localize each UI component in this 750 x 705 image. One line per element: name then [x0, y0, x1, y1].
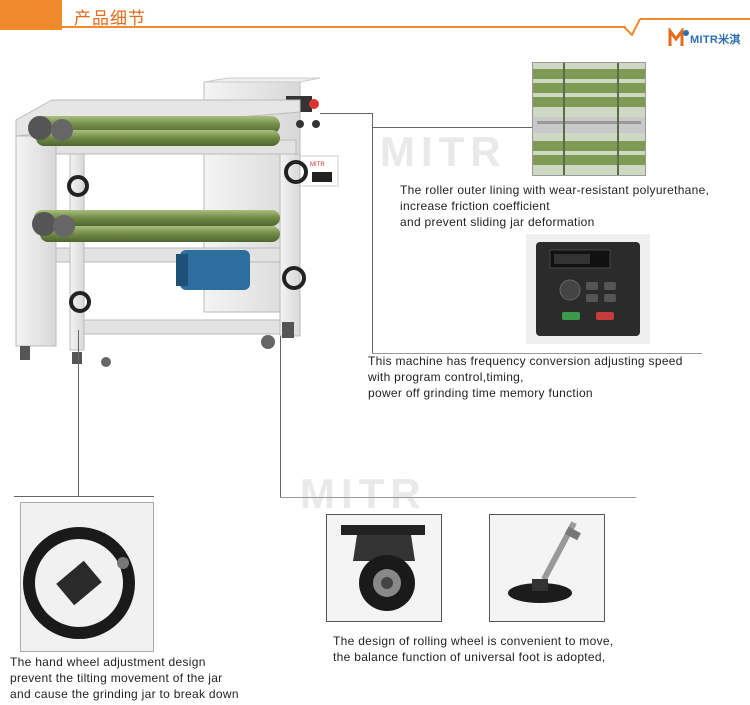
handwheel-photo: [20, 502, 154, 652]
watermark: MITR: [380, 128, 507, 175]
caption-line: This machine has frequency conversion ad…: [368, 354, 683, 368]
leader-line: [372, 127, 532, 128]
logo-text: MITR米淇: [690, 34, 741, 46]
leader-line: [372, 113, 373, 353]
watermark: MITR: [300, 470, 427, 517]
caption-line: with program control,timing,: [368, 370, 524, 384]
caption-line: increase friction coefficient: [400, 199, 550, 213]
leveling-foot-photo: [489, 514, 605, 622]
wheels-caption: The design of rolling wheel is convenien…: [333, 633, 613, 665]
leader-line: [78, 330, 79, 496]
roller-caption: The roller outer lining with wear-resist…: [400, 182, 709, 230]
caption-line: the balance function of universal foot i…: [333, 650, 606, 664]
leveling-foot-icon: [490, 515, 604, 621]
header-rule: [0, 26, 626, 28]
header-notch: [624, 18, 641, 36]
leader-line: [14, 496, 154, 497]
leader-line: [280, 336, 281, 498]
caption-line: The design of rolling wheel is convenien…: [333, 634, 614, 648]
caption-line: and cause the grinding jar to break down: [10, 687, 239, 701]
caption-line: power off grinding time memory function: [368, 386, 593, 400]
roller-detail-photo: [532, 62, 646, 176]
handwheel-caption: The hand wheel adjustment design prevent…: [10, 654, 239, 702]
control-panel-photo: [526, 234, 650, 344]
frequency-caption: This machine has frequency conversion ad…: [368, 353, 683, 401]
caption-line: The roller outer lining with wear-resist…: [400, 183, 710, 197]
mitr-logo-icon: [668, 28, 689, 46]
caption-line: The hand wheel adjustment design: [10, 655, 206, 669]
roller-machine-illustration: MITR: [15, 77, 339, 367]
brand-logo: MITR米淇: [668, 28, 746, 48]
panel-brand: MITR: [310, 162, 325, 168]
leader-line: [280, 497, 636, 498]
caster-photo: [326, 514, 442, 622]
page-title: 产品细节: [74, 9, 146, 29]
caption-line: prevent the tilting movement of the jar: [10, 671, 223, 685]
header-rule-right: [640, 18, 750, 20]
leader-line: [372, 353, 702, 354]
header-accent-block: [0, 0, 62, 30]
leader-line: [320, 113, 372, 114]
caption-line: and prevent sliding jar deformation: [400, 215, 595, 229]
handwheel-icon: [21, 503, 153, 651]
caster-wheel-icon: [327, 515, 441, 621]
